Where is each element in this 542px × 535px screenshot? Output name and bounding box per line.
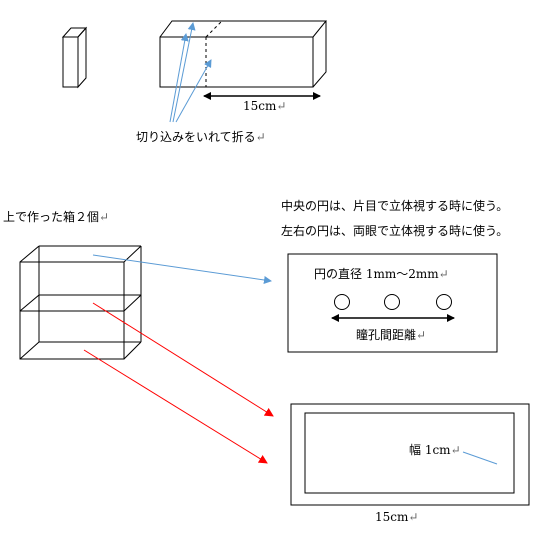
cut-note: 切り込みをいれて折る↵ — [136, 129, 266, 144]
red-arrow-lower — [83, 349, 268, 464]
box-note: 上で作った箱２個↵ — [3, 209, 109, 224]
border-width-pointer — [462, 451, 498, 465]
blue-arrow-to-card — [92, 254, 272, 284]
frame-width-label: 15cm↵ — [375, 510, 418, 524]
right-circle — [436, 294, 452, 310]
usage-line-2: 左右の円は、両眼で立体視する時に使う。 — [281, 223, 508, 238]
small-box-drawing — [61, 26, 88, 89]
stacked-boxes-drawing — [19, 245, 142, 360]
red-arrow-upper — [92, 302, 274, 417]
frame: 幅 1cm↵ — [290, 403, 530, 506]
cut-line-top — [205, 20, 223, 38]
usage-line-1: 中央の円は、片目で立体視する時に使う。 — [281, 198, 508, 213]
left-circle — [334, 294, 350, 310]
dimension-label-top: 15cm↵ — [243, 99, 286, 113]
pupil-distance-label: 瞳孔間距離↵ — [356, 327, 426, 342]
viewing-card: 円の直径 1mm～2mm↵ 瞳孔間距離↵ — [287, 253, 498, 353]
cut-pointer-arrows — [169, 22, 212, 123]
border-width-label: 幅 1cm↵ — [409, 442, 461, 457]
circle-size-label: 円の直径 1mm～2mm↵ — [314, 267, 449, 281]
long-box-drawing — [159, 20, 328, 88]
center-circle — [384, 294, 400, 310]
